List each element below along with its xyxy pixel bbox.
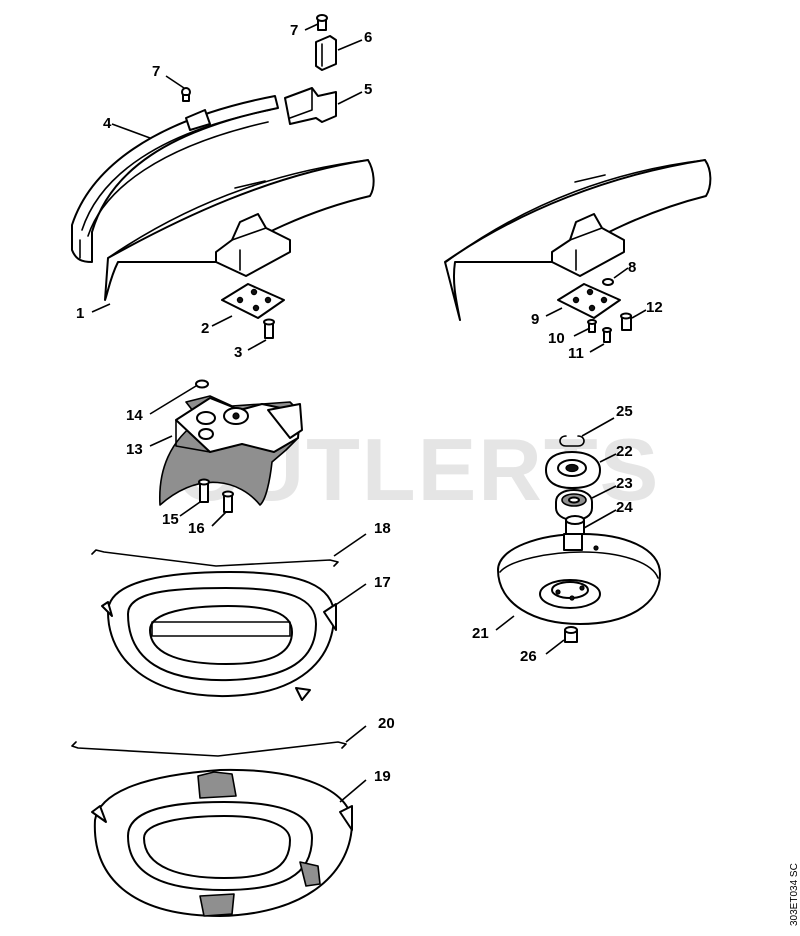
circlip-part-25 bbox=[559, 435, 585, 447]
bracket-part-5 bbox=[284, 87, 337, 125]
screw-part-7-top bbox=[316, 14, 328, 31]
callout-10: 10 bbox=[548, 330, 565, 347]
cover-cup-part-17 bbox=[101, 571, 337, 701]
callout-11: 11 bbox=[568, 345, 584, 362]
gear-housing-part-13 bbox=[159, 395, 303, 506]
callout-1: 1 bbox=[76, 305, 84, 322]
callout-5: 5 bbox=[364, 81, 372, 98]
right-guard-assembly bbox=[444, 159, 712, 343]
screw-part-11 bbox=[602, 327, 612, 343]
callout-9: 9 bbox=[531, 311, 539, 328]
flange-part-22 bbox=[545, 451, 601, 489]
callout-14: 14 bbox=[126, 407, 143, 424]
callout-19: 19 bbox=[374, 768, 391, 785]
leader-lines bbox=[91, 23, 647, 803]
nut-part-26 bbox=[564, 626, 578, 643]
callout-26: 26 bbox=[520, 648, 537, 665]
screw-part-10 bbox=[587, 319, 597, 333]
plate-part-9 bbox=[557, 283, 621, 319]
callout-16: 16 bbox=[188, 520, 205, 537]
callout-3: 3 bbox=[234, 344, 242, 361]
callout-12: 12 bbox=[646, 299, 663, 316]
callout-4: 4 bbox=[103, 115, 112, 132]
oring-part-14 bbox=[195, 379, 209, 389]
callout-17: 17 bbox=[374, 574, 391, 591]
wire-spring-part-18 bbox=[91, 549, 339, 567]
screw-part-3 bbox=[263, 318, 275, 339]
callout-20: 20 bbox=[378, 715, 395, 732]
callout-25: 25 bbox=[616, 403, 633, 420]
washer-part-8 bbox=[602, 278, 614, 286]
screw-part-15 bbox=[198, 478, 210, 503]
left-guard-assembly bbox=[71, 14, 375, 339]
callout-21: 21 bbox=[472, 625, 489, 642]
callout-24: 24 bbox=[616, 499, 633, 516]
clip-part-6 bbox=[315, 35, 337, 71]
drawing-code: 303ET034 SC bbox=[789, 863, 800, 926]
bearing-part-23 bbox=[555, 489, 593, 521]
plate-part-2 bbox=[221, 283, 285, 319]
callout-7-top: 7 bbox=[290, 22, 298, 39]
grass-guard-part-1 bbox=[104, 159, 375, 301]
screw-part-16 bbox=[222, 490, 234, 513]
callout-15: 15 bbox=[162, 511, 179, 528]
thrust-plate-part-21 bbox=[497, 533, 661, 625]
wire-spring-part-20 bbox=[71, 741, 347, 757]
screw-part-12 bbox=[620, 312, 632, 331]
callout-8: 8 bbox=[628, 259, 636, 276]
callout-22: 22 bbox=[616, 443, 633, 460]
callout-6: 6 bbox=[364, 29, 372, 46]
callout-2: 2 bbox=[201, 320, 209, 337]
callout-18: 18 bbox=[374, 520, 391, 537]
callout-23: 23 bbox=[616, 475, 633, 492]
guard-extension-part-4 bbox=[71, 95, 279, 263]
cover-cup-part-19 bbox=[91, 768, 353, 917]
callout-labels: 7 6 5 7 4 1 2 3 8 9 10 11 12 13 14 15 16… bbox=[76, 22, 663, 785]
callout-13: 13 bbox=[126, 441, 143, 458]
callout-7-left: 7 bbox=[152, 63, 160, 80]
screw-part-7-left bbox=[181, 87, 191, 102]
